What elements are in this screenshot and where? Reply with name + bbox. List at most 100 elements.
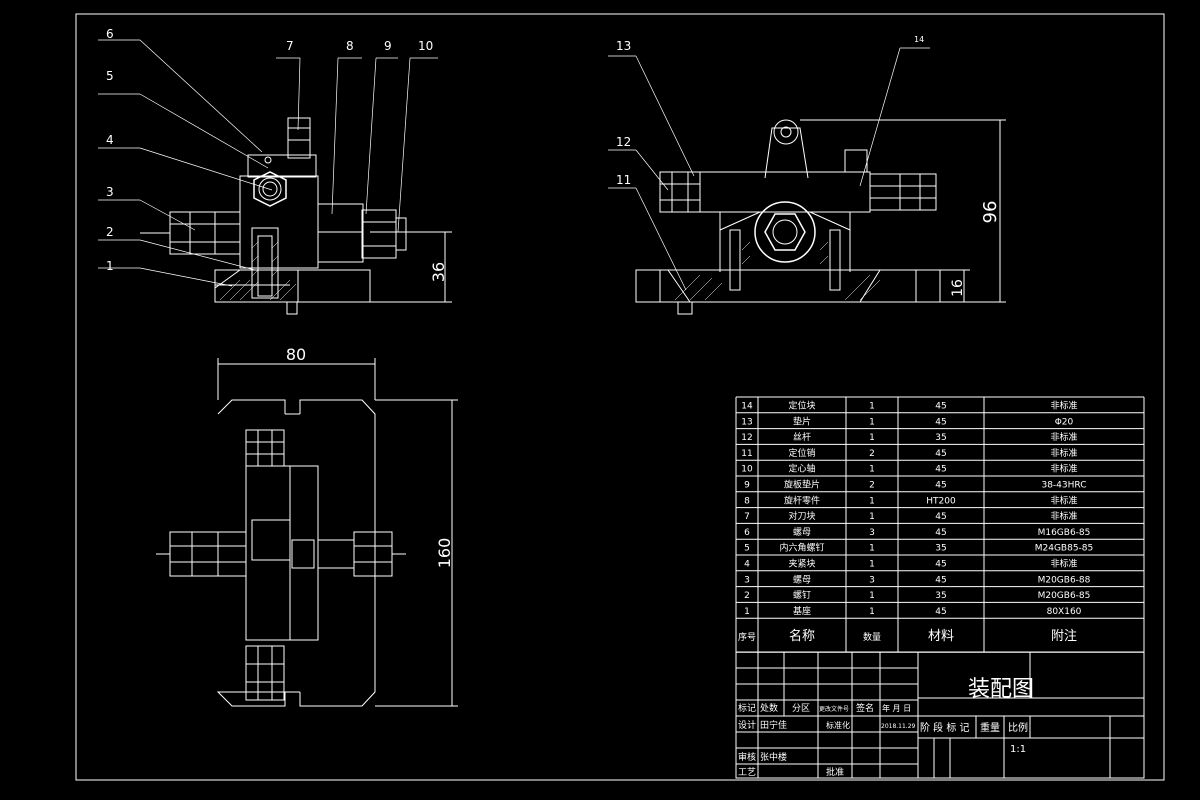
tb-standardize: 标准化 [826, 720, 850, 730]
tb-process: 工艺 [738, 767, 756, 778]
bom-row-note: 非标准 [1050, 494, 1077, 506]
bom-row-name: 基座 [793, 605, 811, 617]
bom-row-no: 6 [744, 528, 750, 538]
bom-row-qty: 1 [869, 560, 875, 570]
balloon-6: 6 [106, 27, 114, 41]
bom-row-name: 夹紧块 [788, 558, 815, 570]
bom-row-note: Φ20 [1055, 417, 1074, 427]
bom-row-material: 45 [935, 607, 946, 617]
dim-top-length: 160 [435, 538, 454, 569]
bom-row-qty: 2 [869, 481, 875, 491]
bom-row-qty: 1 [869, 417, 875, 427]
bom-row-qty: 3 [869, 575, 875, 585]
bom-row-note: 非标准 [1050, 400, 1077, 412]
tb-count: 处数 [760, 702, 778, 714]
bom-row-qty: 1 [869, 433, 875, 443]
bom-row-material: 45 [935, 449, 946, 459]
sheet-border [75, 13, 1165, 781]
bom-row-no: 9 [744, 481, 750, 491]
bom-row-no: 4 [744, 560, 750, 570]
bom-header-name: 名称 [789, 628, 815, 644]
balloon-4: 4 [106, 133, 114, 147]
bom-row-note: 38-43HRC [1041, 481, 1086, 491]
tb-design: 设计 [738, 719, 756, 731]
bom-row-note: 非标准 [1050, 558, 1077, 570]
tb-stage-mark: 阶 段 标 记 [920, 721, 970, 734]
dim-front-height: 36 [429, 262, 448, 282]
bom-row-qty: 1 [869, 607, 875, 617]
bom-row-material: 45 [935, 560, 946, 570]
side-view [635, 119, 1006, 315]
dim-top-width: 80 [286, 345, 306, 364]
tb-weight: 重量 [980, 721, 1000, 734]
top-view [156, 358, 458, 707]
bom-row-name: 垫片 [793, 415, 811, 427]
bom-row-qty: 1 [869, 496, 875, 506]
bom-row-note: 非标准 [1050, 447, 1077, 459]
bom-row-name: 旋杆零件 [784, 494, 820, 506]
balloon-9: 9 [384, 39, 392, 53]
title-block [735, 651, 1145, 779]
bom-row-name: 螺母 [793, 574, 811, 585]
bom-row-material: HT200 [926, 496, 956, 506]
bom-row-no: 14 [741, 402, 753, 412]
balloon-2: 2 [106, 225, 114, 239]
bom-row-no: 12 [741, 433, 752, 443]
balloon-3: 3 [106, 185, 114, 199]
bom-row-note: 非标准 [1050, 463, 1077, 475]
bom-row-name: 螺钉 [793, 590, 811, 601]
bom-row-material: 35 [935, 433, 946, 443]
bom-row-name: 定心轴 [788, 463, 815, 475]
bom-row-no: 3 [744, 575, 750, 585]
tb-date: 年 月 日 [882, 703, 911, 713]
bom-header-material: 材料 [928, 629, 954, 644]
bom-row-no: 8 [744, 496, 750, 506]
bom-row-material: 45 [935, 402, 946, 412]
front-leaders [98, 39, 438, 287]
bom-row-material: 45 [935, 481, 946, 491]
bom-row-no: 10 [741, 465, 753, 475]
bom-row-name: 丝杆 [793, 431, 811, 443]
bom-row-no: 1 [744, 607, 750, 617]
bom-row-no: 11 [741, 449, 752, 459]
bom-row-note: 80X160 [1047, 607, 1082, 617]
bom-row-name: 内六角螺钉 [779, 542, 824, 554]
tb-review: 审核 [738, 751, 756, 763]
balloon-12: 12 [616, 135, 631, 149]
bom-row-no: 2 [744, 591, 750, 601]
side-leaders [608, 47, 930, 291]
bom-row-material: 45 [935, 512, 946, 522]
tb-signature: 签名 [856, 702, 874, 714]
bom-row-qty: 3 [869, 528, 875, 538]
tb-change-doc: 更改文件号 [819, 705, 849, 713]
bom-row-material: 45 [935, 528, 946, 538]
bom-row-qty: 2 [869, 449, 875, 459]
balloon-7: 7 [286, 39, 294, 53]
bom-row-note: M16GB6-85 [1038, 528, 1091, 538]
dim-side-base: 16 [950, 279, 966, 297]
bom-row-material: 35 [935, 591, 946, 601]
bom-row-name: 旋板垫片 [784, 479, 820, 491]
dim-side-height: 96 [980, 201, 1001, 224]
tb-zone: 分区 [792, 703, 810, 714]
bom-row-note: 非标准 [1050, 510, 1077, 522]
balloon-10: 10 [418, 39, 433, 53]
tb-design-date: 2018.11.29 [881, 723, 916, 730]
bom-row-material: 45 [935, 417, 946, 427]
balloon-1: 1 [106, 259, 114, 273]
bom-row-no: 13 [741, 417, 752, 427]
tb-scale: 1:1 [1010, 744, 1026, 755]
balloon-5: 5 [106, 69, 114, 83]
bom-header-no: 序号 [738, 631, 756, 643]
bom-row-material: 45 [935, 465, 946, 475]
bom-row-name: 定位销 [788, 447, 815, 459]
tb-scale-label: 比例 [1008, 721, 1028, 734]
bom-header-qty: 数量 [863, 631, 881, 643]
bom-row-material: 45 [935, 575, 946, 585]
bom-row-qty: 1 [869, 591, 875, 601]
bom-row-note: 非标准 [1050, 431, 1077, 443]
front-view [140, 117, 452, 315]
bom-row-name: 定位块 [788, 400, 815, 412]
tb-approve: 批准 [826, 766, 844, 778]
